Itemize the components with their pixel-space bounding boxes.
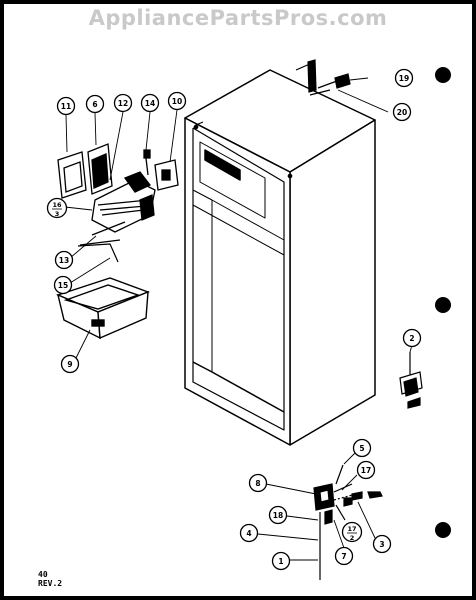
callout-number: 1 bbox=[278, 557, 283, 566]
callout-c4: 4 bbox=[239, 523, 259, 543]
callout-sub-number: 2 bbox=[350, 534, 355, 542]
binder-hole-top bbox=[435, 67, 451, 83]
refrigerator-cabinet bbox=[184, 69, 376, 446]
revision-label: REV.2 bbox=[38, 579, 63, 588]
callout-c14: 14 bbox=[140, 93, 160, 113]
callout-circle bbox=[402, 328, 422, 348]
shield-part bbox=[57, 151, 87, 199]
callout-circle bbox=[334, 546, 354, 566]
callout-c17b: 172 bbox=[341, 521, 363, 543]
callout-number: 17 bbox=[347, 525, 356, 533]
callout-number: 5 bbox=[359, 444, 364, 453]
top-fittings bbox=[295, 59, 351, 96]
callout-circle bbox=[392, 102, 412, 122]
callout-sub-number: 3 bbox=[55, 210, 60, 218]
callout-circle bbox=[46, 197, 68, 219]
callout-number: 18 bbox=[273, 511, 283, 520]
callout-number: 7 bbox=[341, 552, 346, 561]
callout-circle bbox=[248, 473, 268, 493]
leader-lines bbox=[64, 77, 413, 561]
callout-circle bbox=[113, 93, 133, 113]
callout-number: 2 bbox=[409, 334, 414, 343]
callout-number: 3 bbox=[379, 540, 384, 549]
callout-number: 16 bbox=[52, 201, 62, 209]
callout-circle bbox=[167, 91, 187, 111]
callout-number: 10 bbox=[172, 97, 182, 106]
callout-number: 19 bbox=[399, 74, 409, 83]
callout-circle bbox=[394, 68, 414, 88]
callout-c16: 163 bbox=[46, 197, 68, 219]
callout-number: 8 bbox=[255, 479, 260, 488]
binder-hole-bottom bbox=[435, 522, 451, 538]
callout-number: 12 bbox=[118, 99, 128, 108]
callout-number: 11 bbox=[61, 102, 71, 111]
callout-c15: 15 bbox=[53, 275, 73, 295]
callout-c20: 20 bbox=[392, 102, 412, 122]
callout-circle bbox=[140, 93, 160, 113]
callout-circle bbox=[60, 354, 80, 374]
callout-c10: 10 bbox=[167, 91, 187, 111]
callout-number: 20 bbox=[397, 108, 407, 117]
callout-circle bbox=[352, 438, 372, 458]
binder-hole-middle bbox=[435, 297, 451, 313]
callout-c8: 8 bbox=[248, 473, 268, 493]
callout-circle bbox=[239, 523, 259, 543]
callout-c12: 12 bbox=[113, 93, 133, 113]
water-valve-assembly bbox=[313, 464, 383, 580]
callout-number: 17 bbox=[361, 466, 371, 475]
callout-c2: 2 bbox=[402, 328, 422, 348]
clip-part bbox=[399, 352, 423, 409]
callout-circle bbox=[54, 250, 74, 270]
callout-c11: 11 bbox=[56, 96, 76, 116]
watermark: AppliancePartsPros.com bbox=[88, 6, 388, 30]
callout-c13: 13 bbox=[54, 250, 74, 270]
callout-number: 13 bbox=[59, 256, 69, 265]
ice-bucket bbox=[56, 277, 150, 340]
callout-number: 9 bbox=[67, 360, 72, 369]
ice-maker-assembly bbox=[57, 143, 179, 263]
callout-circle bbox=[268, 505, 288, 525]
callout-c9: 9 bbox=[60, 354, 80, 374]
callout-c19: 19 bbox=[394, 68, 414, 88]
callout-circle bbox=[271, 551, 291, 571]
callout-circle bbox=[53, 275, 73, 295]
callout-circle bbox=[85, 94, 105, 114]
callout-number: 15 bbox=[58, 281, 68, 290]
callout-c3: 3 bbox=[372, 534, 392, 554]
callout-c17: 17 bbox=[356, 460, 376, 480]
callout-number: 4 bbox=[246, 529, 251, 538]
callout-circle bbox=[56, 96, 76, 116]
callout-number: 6 bbox=[92, 100, 97, 109]
callout-c18: 18 bbox=[268, 505, 288, 525]
callout-c6: 6 bbox=[85, 94, 105, 114]
callout-c7: 7 bbox=[334, 546, 354, 566]
callout-c5: 5 bbox=[352, 438, 372, 458]
callout-circle bbox=[356, 460, 376, 480]
page-number: 40 bbox=[38, 570, 48, 579]
callout-circle bbox=[341, 521, 363, 543]
callout-circle bbox=[372, 534, 392, 554]
callout-c1: 1 bbox=[271, 551, 291, 571]
callout-number: 14 bbox=[145, 99, 155, 108]
